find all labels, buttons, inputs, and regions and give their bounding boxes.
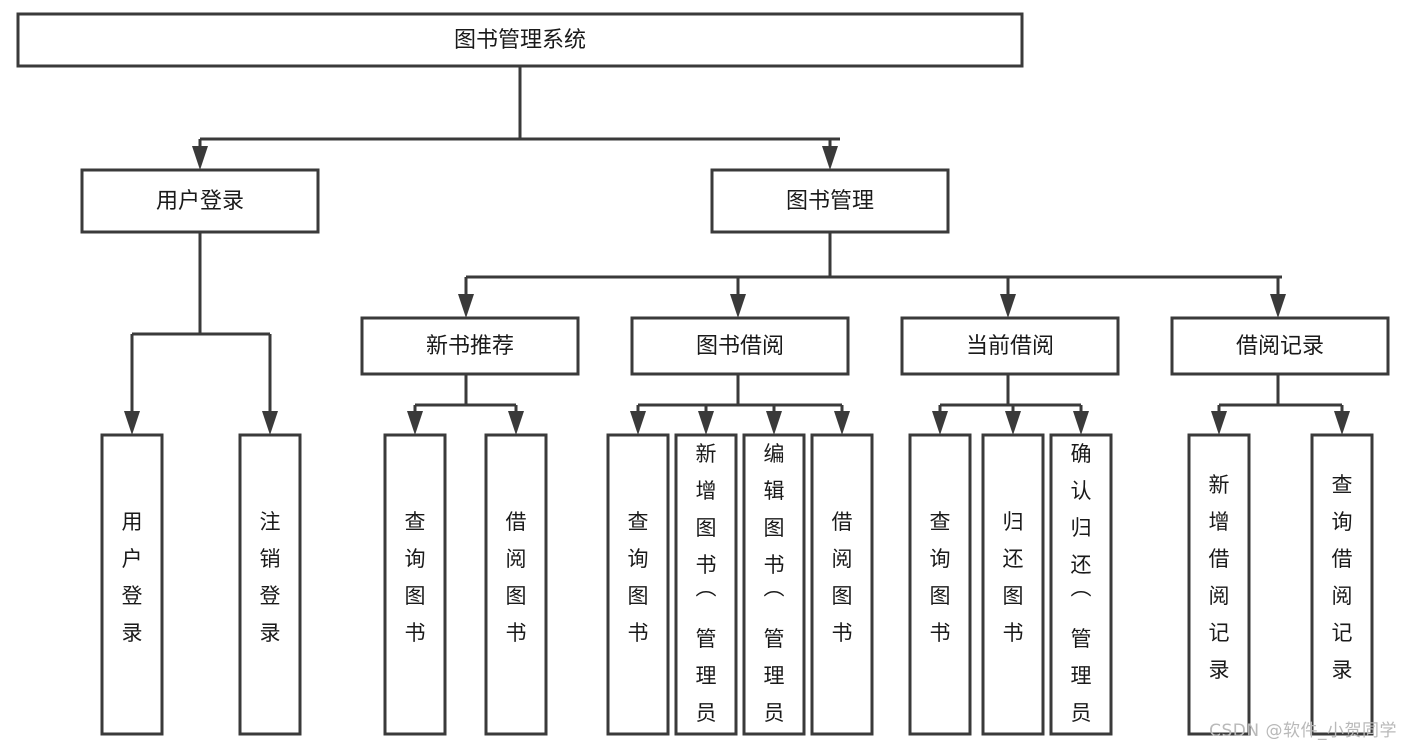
node-borrow-records-label: 借阅记录 bbox=[1236, 334, 1324, 359]
leaf-node[interactable]: 新增借阅记录 bbox=[1187, 433, 1251, 736]
node-borrow-records[interactable]: 借阅记录 bbox=[1170, 316, 1390, 376]
node-book-borrow-label: 图书借阅 bbox=[696, 334, 784, 359]
arrow-head-borrow bbox=[730, 294, 746, 318]
arrow-head-current-leaf2 bbox=[1005, 411, 1021, 435]
arrow-head-current bbox=[1000, 294, 1016, 318]
node-user-login[interactable]: 用户登录 bbox=[80, 168, 320, 234]
leaf-node-box bbox=[606, 433, 670, 736]
node-current-borrow[interactable]: 当前借阅 bbox=[900, 316, 1120, 376]
leaf-node-box bbox=[1049, 433, 1113, 736]
leaf-node[interactable]: 用户登录 bbox=[100, 433, 164, 736]
arrow-head-records-leaf1 bbox=[1211, 411, 1227, 435]
connector-group-current-to-leaves bbox=[932, 374, 1089, 435]
arrow-head-leaf-user-login bbox=[124, 411, 140, 435]
arrow-head-newbook-leaf1 bbox=[407, 411, 423, 435]
node-root-box bbox=[16, 12, 1024, 68]
leaf-node[interactable]: 归还图书 bbox=[981, 433, 1045, 736]
leaf-node-label: 查询图书 bbox=[930, 510, 951, 645]
arrow-head-borrow-leaf3 bbox=[766, 411, 782, 435]
leaf-node-box bbox=[484, 433, 548, 736]
leaf-node-box bbox=[810, 433, 874, 736]
leaf-node[interactable]: 注销登录 bbox=[238, 433, 302, 736]
node-book-management-label: 图书管理 bbox=[786, 189, 874, 214]
arrow-head-user-login bbox=[192, 146, 208, 170]
leaf-node-label: 查询图书 bbox=[628, 510, 649, 645]
node-user-login-label: 用户登录 bbox=[156, 189, 244, 214]
leaf-node-label: 新增图书⌒管理员⌣ bbox=[696, 442, 717, 747]
arrow-head-new-book bbox=[458, 294, 474, 318]
node-new-book-recommend-box bbox=[360, 316, 580, 376]
leaf-node-label: 查询图书 bbox=[405, 510, 426, 645]
arrow-head-book-mgmt bbox=[822, 146, 838, 170]
leaf-node-box bbox=[238, 433, 302, 736]
leaf-node[interactable]: 借阅图书 bbox=[484, 433, 548, 736]
node-current-borrow-label: 当前借阅 bbox=[966, 334, 1054, 359]
arrow-head-newbook-leaf2 bbox=[508, 411, 524, 435]
arrow-head-records bbox=[1270, 294, 1286, 318]
connector-group-root-to-level2 bbox=[192, 66, 840, 170]
leaf-node[interactable]: 编辑图书⌒管理员⌣ bbox=[742, 433, 806, 747]
leaf-node-label: 归还图书 bbox=[1003, 510, 1024, 645]
arrow-head-current-leaf3 bbox=[1073, 411, 1089, 435]
leaf-node[interactable]: 查询图书 bbox=[383, 433, 447, 736]
leaf-node-label: 新增借阅记录 bbox=[1209, 473, 1230, 682]
connector-group-records-to-leaves bbox=[1211, 374, 1350, 435]
node-current-borrow-box bbox=[900, 316, 1120, 376]
leaf-node-label: 借阅图书 bbox=[832, 510, 853, 645]
watermark-label: CSDN @软件_小贺同学 bbox=[1209, 721, 1397, 741]
leaf-node-box bbox=[674, 433, 738, 736]
leaf-node-box bbox=[908, 433, 972, 736]
connector-group-bookmgmt-to-level3 bbox=[458, 232, 1286, 318]
leaf-node-box bbox=[1310, 433, 1374, 736]
leaf-node-label: 用户登录 bbox=[122, 510, 143, 645]
node-borrow-records-box bbox=[1170, 316, 1390, 376]
leaf-node-box bbox=[1187, 433, 1251, 736]
arrow-head-current-leaf1 bbox=[932, 411, 948, 435]
node-book-borrow[interactable]: 图书借阅 bbox=[630, 316, 850, 376]
leaf-node-label: 注销登录 bbox=[260, 510, 281, 645]
arrow-head-borrow-leaf2 bbox=[698, 411, 714, 435]
node-book-management-box bbox=[710, 168, 950, 234]
leaf-node-label: 确认归还⌒管理员⌣ bbox=[1071, 442, 1092, 747]
node-user-login-box bbox=[80, 168, 320, 234]
leaf-node-label: 编辑图书⌒管理员⌣ bbox=[764, 442, 785, 747]
connector-group-userlogin-to-leaves bbox=[124, 232, 278, 435]
connector-group-newbook-to-leaves bbox=[407, 374, 524, 435]
node-book-management[interactable]: 图书管理 bbox=[710, 168, 950, 234]
leaf-node[interactable]: 新增图书⌒管理员⌣ bbox=[674, 433, 738, 747]
leaf-node-box bbox=[742, 433, 806, 736]
node-new-book-recommend-label: 新书推荐 bbox=[426, 334, 514, 359]
leaf-node[interactable]: 查询图书 bbox=[606, 433, 670, 736]
node-root[interactable]: 图书管理系统 bbox=[16, 12, 1024, 68]
leaf-node[interactable]: 查询借阅记录 bbox=[1310, 433, 1374, 736]
leaf-node[interactable]: 查询图书 bbox=[908, 433, 972, 736]
leaf-node[interactable]: 借阅图书 bbox=[810, 433, 874, 736]
node-root-label: 图书管理系统 bbox=[454, 28, 586, 53]
leaf-node-box bbox=[100, 433, 164, 736]
leaf-node[interactable]: 确认归还⌒管理员⌣ bbox=[1049, 433, 1113, 747]
connector-group-borrow-to-leaves bbox=[630, 374, 850, 435]
leaf-node-box bbox=[981, 433, 1045, 736]
leaf-node-box bbox=[383, 433, 447, 736]
arrow-head-records-leaf2 bbox=[1334, 411, 1350, 435]
node-book-borrow-box bbox=[630, 316, 850, 376]
leaf-node-label: 借阅图书 bbox=[506, 510, 527, 645]
arrow-head-leaf-logout bbox=[262, 411, 278, 435]
arrow-head-borrow-leaf1 bbox=[630, 411, 646, 435]
node-new-book-recommend[interactable]: 新书推荐 bbox=[360, 316, 580, 376]
leaf-node-layer: 用户登录 注销登录 查询图书 借阅图书 查询图书 新增图书⌒管理员⌣ 编辑图书⌒管理员⌣ 借阅… bbox=[100, 433, 1374, 747]
arrow-head-borrow-leaf4 bbox=[834, 411, 850, 435]
leaf-node-label: 查询借阅记录 bbox=[1332, 473, 1353, 682]
